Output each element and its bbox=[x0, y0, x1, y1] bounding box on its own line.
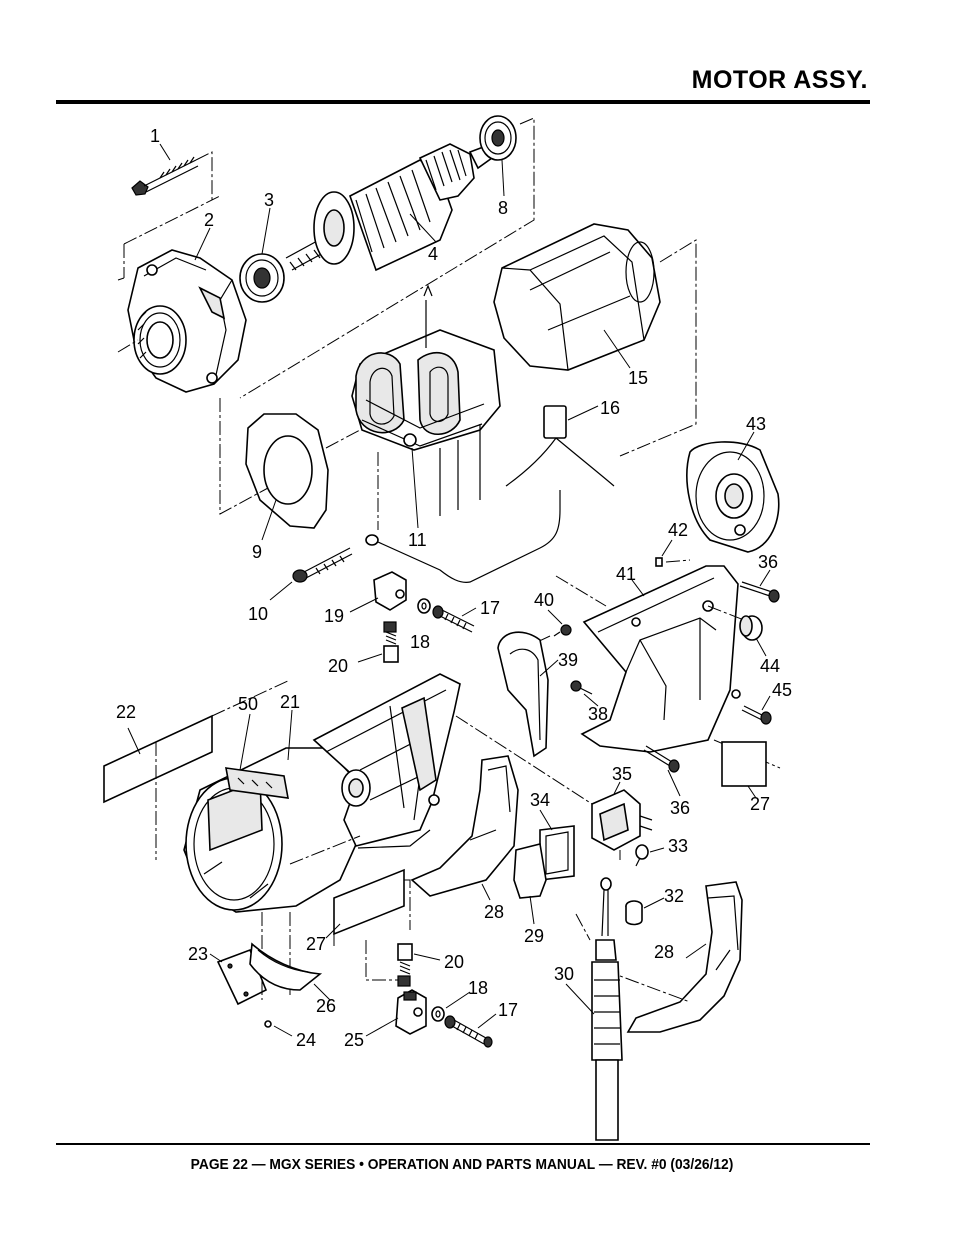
part-18-washer-upper bbox=[417, 598, 431, 614]
part-39-grip-cover bbox=[497, 631, 559, 758]
part-11-stator bbox=[351, 284, 501, 529]
label-41: 41 bbox=[616, 564, 636, 584]
label-9: 9 bbox=[252, 542, 262, 562]
label-36-lower: 36 bbox=[670, 798, 690, 818]
label-20-lower: 20 bbox=[444, 952, 464, 972]
part-20-brush-upper bbox=[357, 621, 399, 663]
part-44-plug bbox=[739, 615, 767, 657]
part-4-armature bbox=[285, 143, 494, 272]
label-43: 43 bbox=[746, 414, 766, 434]
part-28-handle-grip-right bbox=[575, 881, 743, 1033]
label-2: 2 bbox=[204, 210, 214, 230]
label-21: 21 bbox=[280, 692, 300, 712]
footer-rule bbox=[56, 1143, 870, 1145]
part-1-bolt bbox=[131, 143, 213, 200]
part-8-bearing bbox=[239, 115, 535, 399]
part-22-label bbox=[103, 679, 291, 860]
part-29-trigger bbox=[513, 843, 547, 925]
part-21-main-housing bbox=[183, 673, 461, 913]
part-19-brush-holder bbox=[349, 571, 407, 613]
label-24: 24 bbox=[296, 1030, 316, 1050]
part-25-brush-holder bbox=[365, 989, 427, 1037]
label-17-upper: 17 bbox=[480, 598, 500, 618]
part-27-label-upper bbox=[721, 741, 767, 799]
label-42: 42 bbox=[668, 520, 688, 540]
part-42-pin bbox=[655, 539, 691, 567]
part-43-rear-cover bbox=[686, 431, 780, 553]
label-17-lower: 17 bbox=[498, 1000, 518, 1020]
part-15-field-case bbox=[493, 223, 697, 457]
part-26-cover bbox=[249, 942, 331, 1001]
part-38-screw bbox=[570, 680, 599, 707]
label-16: 16 bbox=[600, 398, 620, 418]
part-33-terminal bbox=[635, 844, 665, 867]
label-32: 32 bbox=[664, 886, 684, 906]
part-16-connector bbox=[505, 405, 615, 487]
label-1: 1 bbox=[150, 126, 160, 146]
part-labels: 1 2 3 4 8 15 16 43 9 11 42 36 41 10 19 1… bbox=[116, 126, 792, 1050]
label-11: 11 bbox=[408, 530, 427, 550]
label-18-upper: 18 bbox=[410, 632, 430, 652]
part-2-front-housing bbox=[117, 195, 247, 393]
header-rule bbox=[56, 100, 870, 104]
label-27-lower: 27 bbox=[306, 934, 326, 954]
label-3: 3 bbox=[264, 190, 274, 210]
label-28-right: 28 bbox=[654, 942, 674, 962]
page-footer: PAGE 22 — MGX SERIES • OPERATION AND PAR… bbox=[190, 1156, 734, 1173]
part-45-screw bbox=[741, 695, 772, 725]
label-19: 19 bbox=[324, 606, 344, 626]
label-39: 39 bbox=[558, 650, 578, 670]
part-36-screw-upper bbox=[739, 569, 780, 603]
page-title: MOTOR ASSY. bbox=[691, 66, 868, 94]
label-36-upper: 36 bbox=[758, 552, 778, 572]
label-20-upper: 20 bbox=[328, 656, 348, 676]
part-30-power-cord bbox=[565, 877, 623, 1141]
part-41-handle-cover bbox=[555, 565, 781, 769]
label-38: 38 bbox=[588, 704, 608, 724]
label-26: 26 bbox=[316, 996, 336, 1016]
lead-wire bbox=[365, 452, 561, 583]
label-28-left: 28 bbox=[484, 902, 504, 922]
label-10: 10 bbox=[248, 604, 268, 624]
part-27-label-lower bbox=[289, 835, 411, 946]
label-22: 22 bbox=[116, 702, 136, 722]
part-17-screw-lower bbox=[444, 1013, 497, 1048]
part-28-handle-grip-left bbox=[410, 755, 519, 901]
part-36-screw-lower bbox=[643, 745, 681, 797]
part-9-baffle bbox=[219, 398, 361, 541]
label-23: 23 bbox=[188, 944, 208, 964]
label-30: 30 bbox=[554, 964, 574, 984]
label-15: 15 bbox=[628, 368, 648, 388]
label-50: 50 bbox=[238, 694, 258, 714]
part-3-bearing bbox=[239, 207, 285, 303]
label-25: 25 bbox=[344, 1030, 364, 1050]
part-35-switch bbox=[455, 715, 653, 860]
label-29: 29 bbox=[524, 926, 544, 946]
label-33: 33 bbox=[668, 836, 688, 856]
part-17-screw-upper bbox=[432, 605, 477, 633]
label-40: 40 bbox=[534, 590, 554, 610]
label-35: 35 bbox=[612, 764, 632, 784]
part-34-gasket bbox=[539, 809, 575, 881]
label-8: 8 bbox=[498, 198, 508, 218]
label-4: 4 bbox=[428, 244, 438, 264]
part-20-brush-lower bbox=[365, 940, 441, 987]
label-34: 34 bbox=[530, 790, 550, 810]
part-24-screw bbox=[264, 1020, 293, 1037]
label-27-upper: 27 bbox=[750, 794, 770, 814]
part-50-label-band bbox=[225, 713, 289, 799]
label-45: 45 bbox=[772, 680, 792, 700]
part-32-plug bbox=[625, 897, 665, 926]
label-44: 44 bbox=[760, 656, 780, 676]
part-18-washer-lower bbox=[431, 991, 471, 1022]
part-10-screw bbox=[269, 547, 353, 601]
label-18-lower: 18 bbox=[468, 978, 488, 998]
